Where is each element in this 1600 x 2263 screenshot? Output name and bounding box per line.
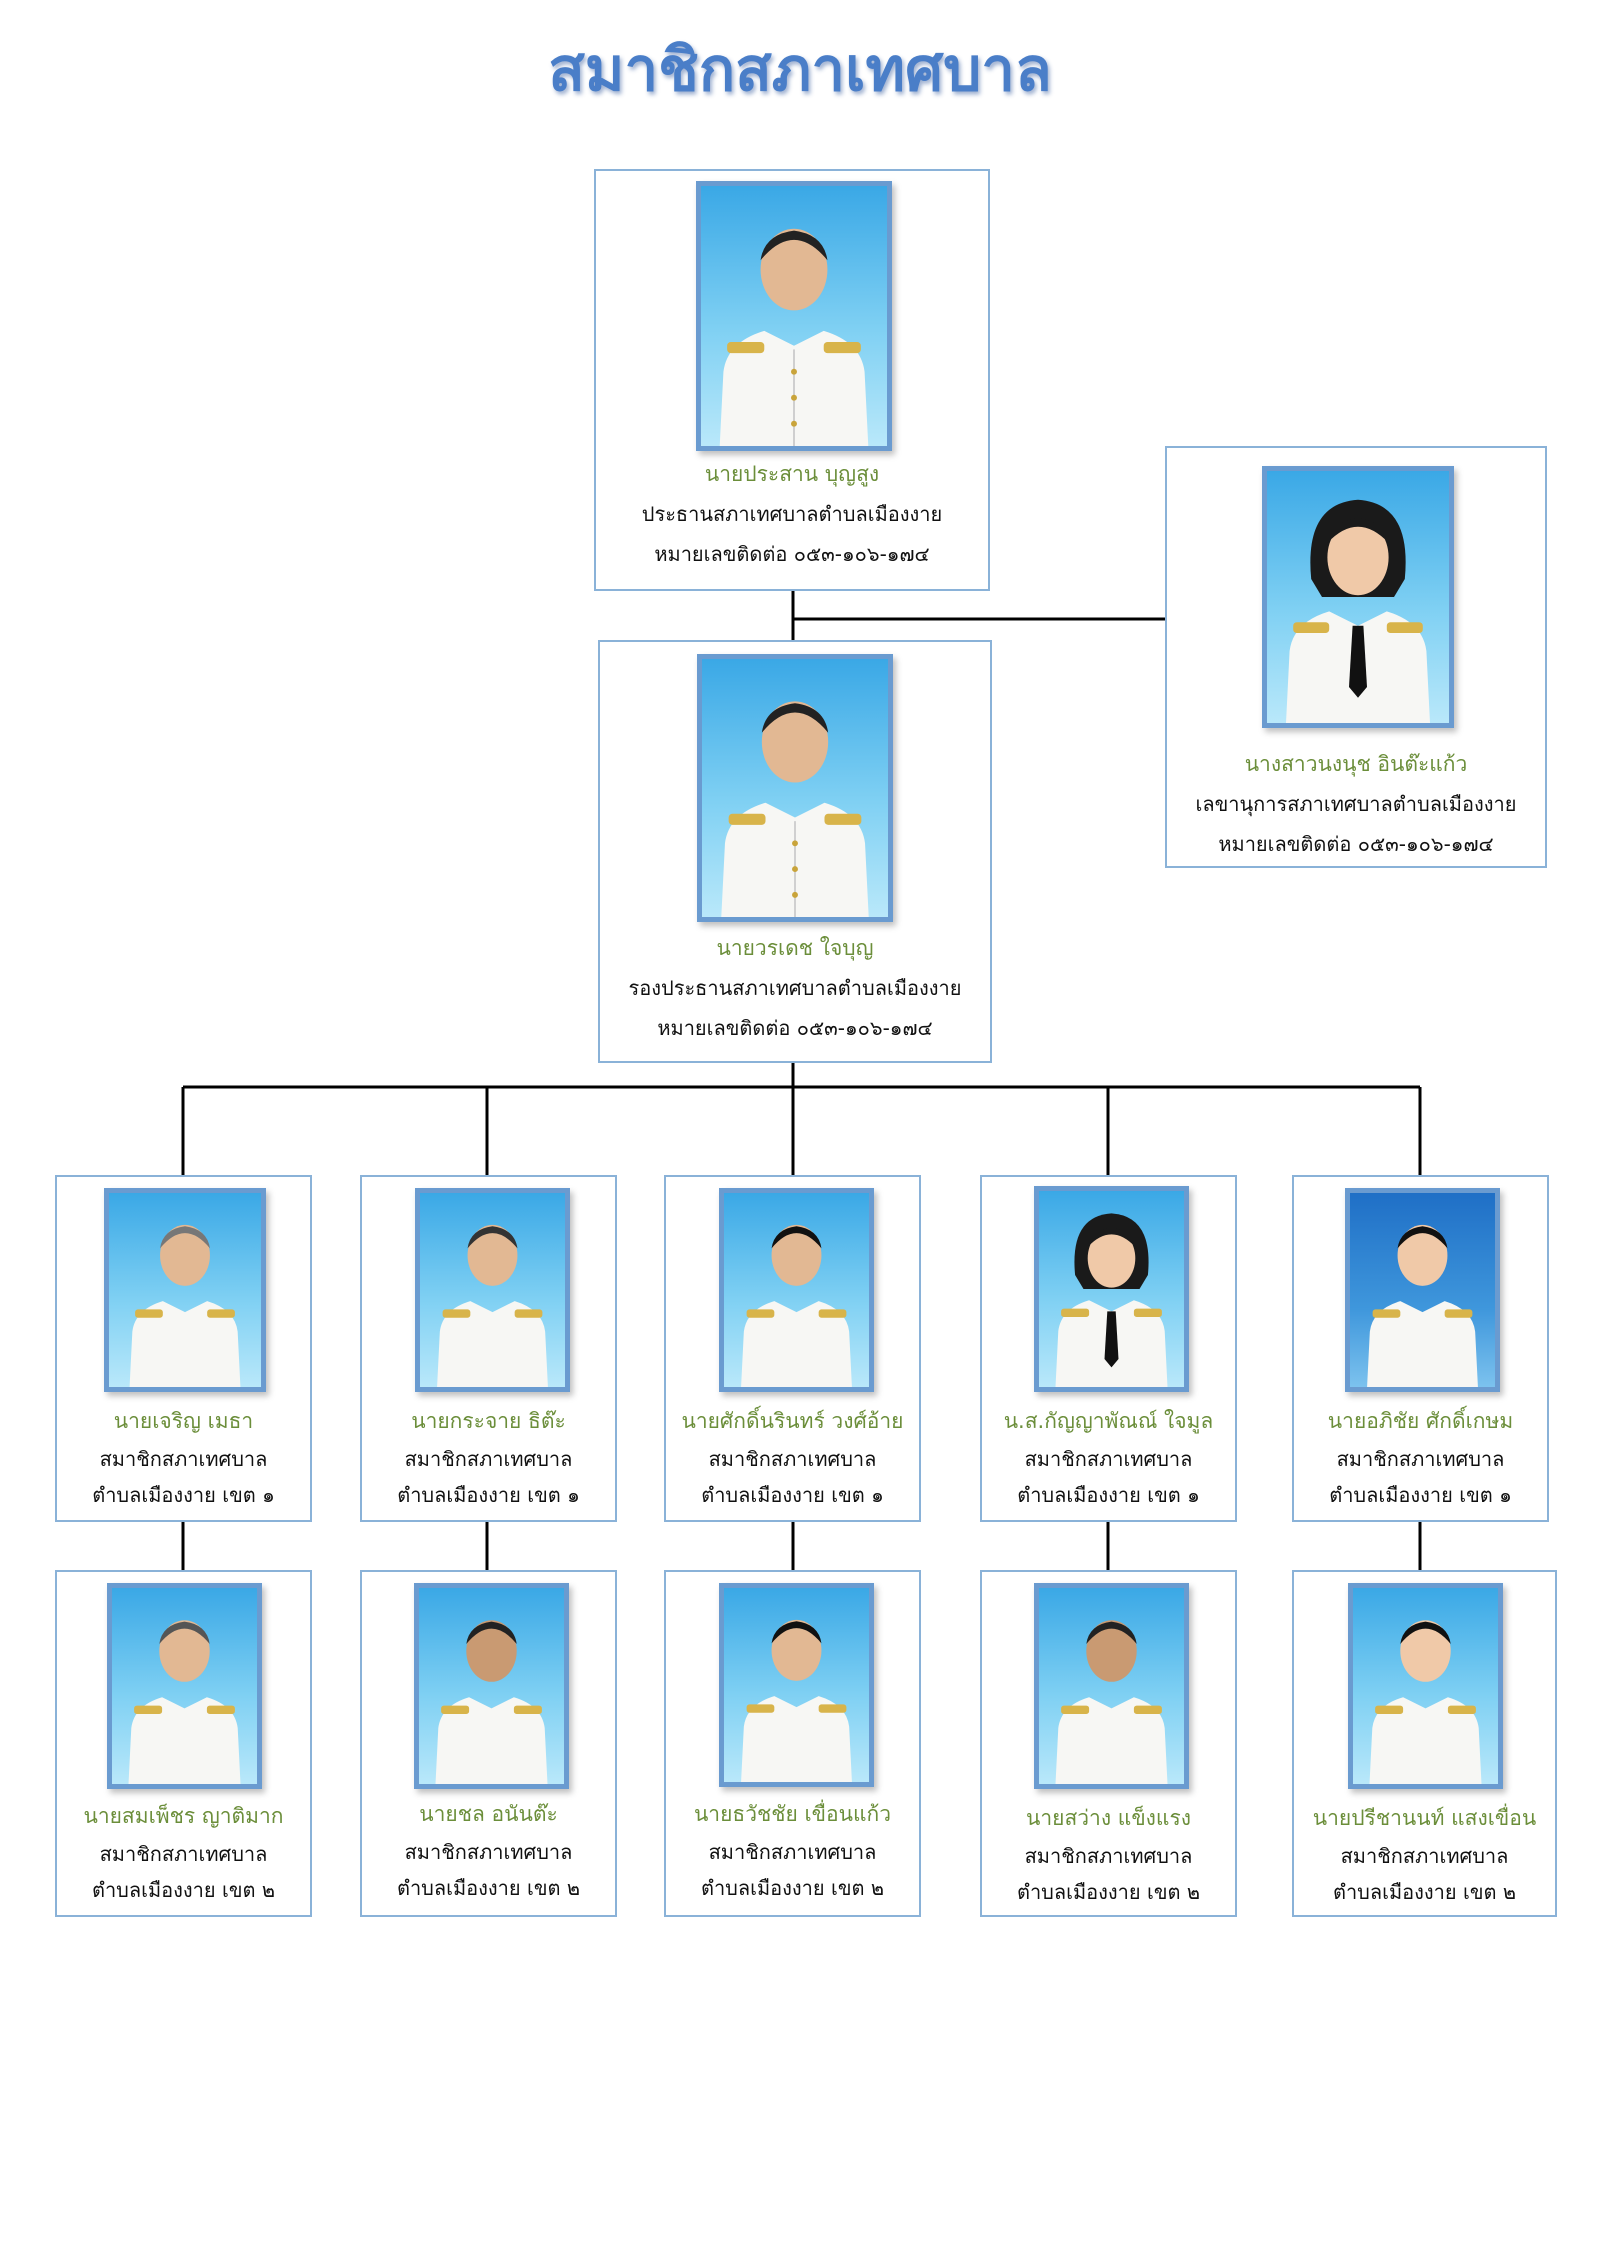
chairman-card: นายประสาน บุญสูง ประธานสภาเทศบาลตำบลเมือ…	[594, 169, 990, 591]
member-area: ตำบลเมืองงาย เขต ๑	[1017, 1483, 1200, 1507]
person-avatar-icon	[721, 701, 869, 917]
person-avatar-icon	[1286, 499, 1430, 723]
member-card-district1-1: นายเจริญ เมธา สมาชิกสภาเทศบาล ตำบลเมืองง…	[55, 1175, 312, 1522]
member-card-district1-3: นายศักดิ์นรินทร์ วงศ์อ้าย สมาชิกสภาเทศบา…	[664, 1175, 921, 1522]
member-card-district1-2: นายกระจาย ธิต๊ะ สมาชิกสภาเทศบาล ตำบลเมือ…	[360, 1175, 617, 1522]
page-title: สมาชิกสภาเทศบาล	[548, 35, 1052, 105]
member-role: สมาชิกสภาเทศบาล	[1336, 1447, 1505, 1471]
member-role: สมาชิกสภาเทศบาล	[708, 1840, 877, 1864]
member-name: นายชล อนันต๊ะ	[419, 1802, 558, 1826]
person-avatar-icon	[435, 1620, 548, 1784]
member-name: นายศักดิ์นรินทร์ วงศ์อ้าย	[681, 1409, 904, 1433]
person-avatar-icon	[719, 228, 869, 446]
member-area: ตำบลเมืองงาย เขต ๑	[92, 1483, 275, 1507]
member-name: นายสว่าง แข็งแรง	[1026, 1806, 1191, 1830]
member-photo	[415, 1188, 570, 1392]
vice-chairman-photo	[697, 654, 893, 922]
member-photo	[1345, 1188, 1500, 1392]
chairman-photo	[696, 181, 892, 451]
member-area: ตำบลเมืองงาย เขต ๑	[397, 1483, 580, 1507]
member-area: ตำบลเมืองงาย เขต ๑	[1329, 1483, 1512, 1507]
person-avatar-icon	[1369, 1620, 1482, 1784]
member-card-district2-3: นายธวัชชัย เขื่อนแก้ว สมาชิกสภาเทศบาล ตำ…	[664, 1570, 921, 1917]
chairman-phone: หมายเลขติดต่อ ๐๕๓-๑๐๖-๑๗๔	[654, 542, 930, 566]
secretary-role: เลขานุการสภาเทศบาลตำบลเมืองงาย	[1195, 792, 1517, 816]
vice-chairman-phone: หมายเลขติดต่อ ๐๕๓-๑๐๖-๑๗๔	[657, 1016, 933, 1040]
secretary-photo	[1262, 466, 1454, 728]
member-name: นายสมเพ็ชร ญาติมาก	[83, 1804, 284, 1828]
member-photo	[1034, 1583, 1189, 1789]
person-avatar-icon	[437, 1224, 548, 1387]
member-role: สมาชิกสภาเทศบาล	[1340, 1844, 1509, 1868]
member-role: สมาชิกสภาเทศบาล	[404, 1840, 573, 1864]
member-photo	[719, 1583, 874, 1787]
member-photo	[414, 1583, 569, 1789]
member-photo	[107, 1583, 262, 1789]
secretary-phone: หมายเลขติดต่อ ๐๕๓-๑๐๖-๑๗๔	[1218, 832, 1494, 856]
member-name: นายปรีชานนท์ แสงเขื่อน	[1312, 1806, 1537, 1830]
person-avatar-icon	[1055, 1620, 1168, 1784]
person-avatar-icon	[1367, 1224, 1478, 1387]
member-area: ตำบลเมืองงาย เขต ๒	[1332, 1880, 1517, 1904]
member-name: น.ส.กัญญาพัณณ์ ใจมูล	[1003, 1409, 1214, 1433]
member-role: สมาชิกสภาเทศบาล	[99, 1842, 268, 1866]
person-avatar-icon	[741, 1619, 852, 1782]
member-area: ตำบลเมืองงาย เขต ๒	[700, 1876, 885, 1900]
member-name: นายธวัชชัย เขื่อนแก้ว	[693, 1802, 892, 1826]
secretary-name: นางสาวนงนุช อินต๊ะแก้ว	[1244, 752, 1468, 776]
vice-chairman-name: นายวรเดช ใจบุญ	[716, 936, 874, 960]
member-photo	[104, 1188, 266, 1392]
member-card-district2-4: นายสว่าง แข็งแรง สมาชิกสภาเทศบาล ตำบลเมื…	[980, 1570, 1237, 1917]
person-avatar-icon	[741, 1224, 852, 1387]
member-card-district1-5: นายอภิชัย ศักดิ์เกษม สมาชิกสภาเทศบาล ตำบ…	[1292, 1175, 1549, 1522]
member-card-district2-2: นายชล อนันต๊ะ สมาชิกสภาเทศบาล ตำบลเมืองง…	[360, 1570, 617, 1917]
vice-chairman-role: รองประธานสภาเทศบาลตำบลเมืองงาย	[628, 976, 962, 1000]
vice-chairman-card: นายวรเดช ใจบุญ รองประธานสภาเทศบาลตำบลเมื…	[598, 640, 992, 1063]
member-photo	[719, 1188, 874, 1392]
member-name: นายเจริญ เมธา	[113, 1409, 254, 1433]
member-role: สมาชิกสภาเทศบาล	[708, 1447, 877, 1471]
member-name: นายกระจาย ธิต๊ะ	[411, 1409, 566, 1433]
member-area: ตำบลเมืองงาย เขต ๒	[91, 1878, 276, 1902]
member-area: ตำบลเมืองงาย เขต ๒	[396, 1876, 581, 1900]
member-area: ตำบลเมืองงาย เขต ๒	[1016, 1880, 1201, 1904]
member-name: นายอภิชัย ศักดิ์เกษม	[1327, 1409, 1514, 1433]
member-role: สมาชิกสภาเทศบาล	[99, 1447, 268, 1471]
secretary-card: นางสาวนงนุช อินต๊ะแก้ว เลขานุการสภาเทศบา…	[1165, 446, 1547, 868]
member-area: ตำบลเมืองงาย เขต ๑	[701, 1483, 884, 1507]
member-photo	[1348, 1583, 1503, 1789]
person-avatar-icon	[129, 1224, 241, 1387]
member-role: สมาชิกสภาเทศบาล	[1024, 1447, 1193, 1471]
chairman-role: ประธานสภาเทศบาลตำบลเมืองงาย	[641, 502, 943, 526]
member-card-district2-5: นายปรีชานนท์ แสงเขื่อน สมาชิกสภาเทศบาล ต…	[1292, 1570, 1557, 1917]
member-card-district1-4: น.ส.กัญญาพัณณ์ ใจมูล สมาชิกสภาเทศบาล ตำบ…	[980, 1175, 1237, 1522]
person-avatar-icon	[1055, 1213, 1168, 1387]
member-photo	[1034, 1186, 1189, 1392]
member-card-district2-1: นายสมเพ็ชร ญาติมาก สมาชิกสภาเทศบาล ตำบลเ…	[55, 1570, 312, 1917]
chairman-name: นายประสาน บุญสูง	[704, 462, 880, 486]
person-avatar-icon	[128, 1620, 241, 1784]
member-role: สมาชิกสภาเทศบาล	[1024, 1844, 1193, 1868]
member-role: สมาชิกสภาเทศบาล	[404, 1447, 573, 1471]
